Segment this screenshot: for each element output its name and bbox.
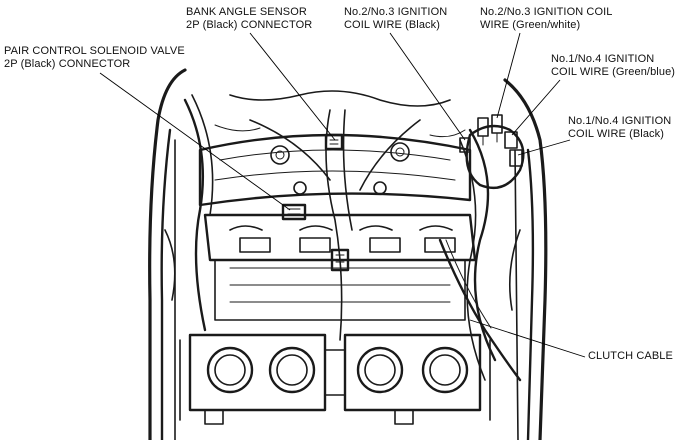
pair-solenoid-connector (281, 203, 307, 221)
callout-no14g-line1: No.1/No.4 IGNITION (551, 53, 655, 65)
clutch-cable (438, 238, 522, 382)
callout-pair-solenoid: PAIR CONTROL SOLENOID VALVE 2P (Black) C… (4, 45, 185, 71)
callout-pair-line2: 2P (Black) CONNECTOR (4, 58, 131, 70)
center-connector (330, 248, 350, 272)
leader-no14-green (511, 79, 561, 136)
throttle-bodies (179, 333, 491, 425)
leader-clutch-cable (469, 319, 586, 358)
ignition-coil-connectors (459, 114, 525, 190)
leader-lines (99, 32, 586, 358)
callout-clutch-cable: CLUTCH CABLE (588, 350, 673, 363)
callout-no23-black: No.2/No.3 IGNITION COIL WIRE (Black) (344, 6, 447, 32)
leader-bank-angle (249, 32, 336, 141)
callout-bank-line1: BANK ANGLE SENSOR (186, 6, 307, 18)
callout-no14b-line1: No.1/No.4 IGNITION (568, 115, 672, 127)
callout-bank-angle: BANK ANGLE SENSOR 2P (Black) CONNECTOR (186, 6, 312, 32)
callout-no23g-line1: No.2/No.3 IGNITION COIL (480, 6, 613, 18)
leader-no14-black (517, 139, 571, 156)
leader-no23-black (389, 32, 466, 141)
bank-angle-connector (324, 133, 344, 151)
callout-no14b-line2: COIL WIRE (Black) (568, 128, 665, 140)
callout-no23b-line1: No.2/No.3 IGNITION (344, 6, 448, 18)
callout-no23b-line2: COIL WIRE (Black) (344, 19, 441, 31)
callout-bank-line2: 2P (Black) CONNECTOR (186, 19, 313, 31)
callout-no23-green: No.2/No.3 IGNITION COIL WIRE (Green/whit… (480, 6, 613, 32)
callout-clutch-line1: CLUTCH CABLE (588, 350, 673, 362)
callout-no14-black: No.1/No.4 IGNITION COIL WIRE (Black) (568, 115, 671, 141)
frame (148, 68, 548, 440)
callout-no23g-line2: WIRE (Green/white) (480, 19, 581, 31)
engine-block (203, 213, 477, 321)
leader-pair-solenoid (99, 72, 291, 211)
upper-cover (198, 133, 472, 207)
callout-no14-green: No.1/No.4 IGNITION COIL WIRE (Green/blue… (551, 53, 675, 79)
callout-no14g-line2: COIL WIRE (Green/blue) (551, 66, 676, 78)
leader-no23-green (496, 32, 521, 119)
callout-pair-line1: PAIR CONTROL SOLENOID VALVE (4, 45, 185, 57)
